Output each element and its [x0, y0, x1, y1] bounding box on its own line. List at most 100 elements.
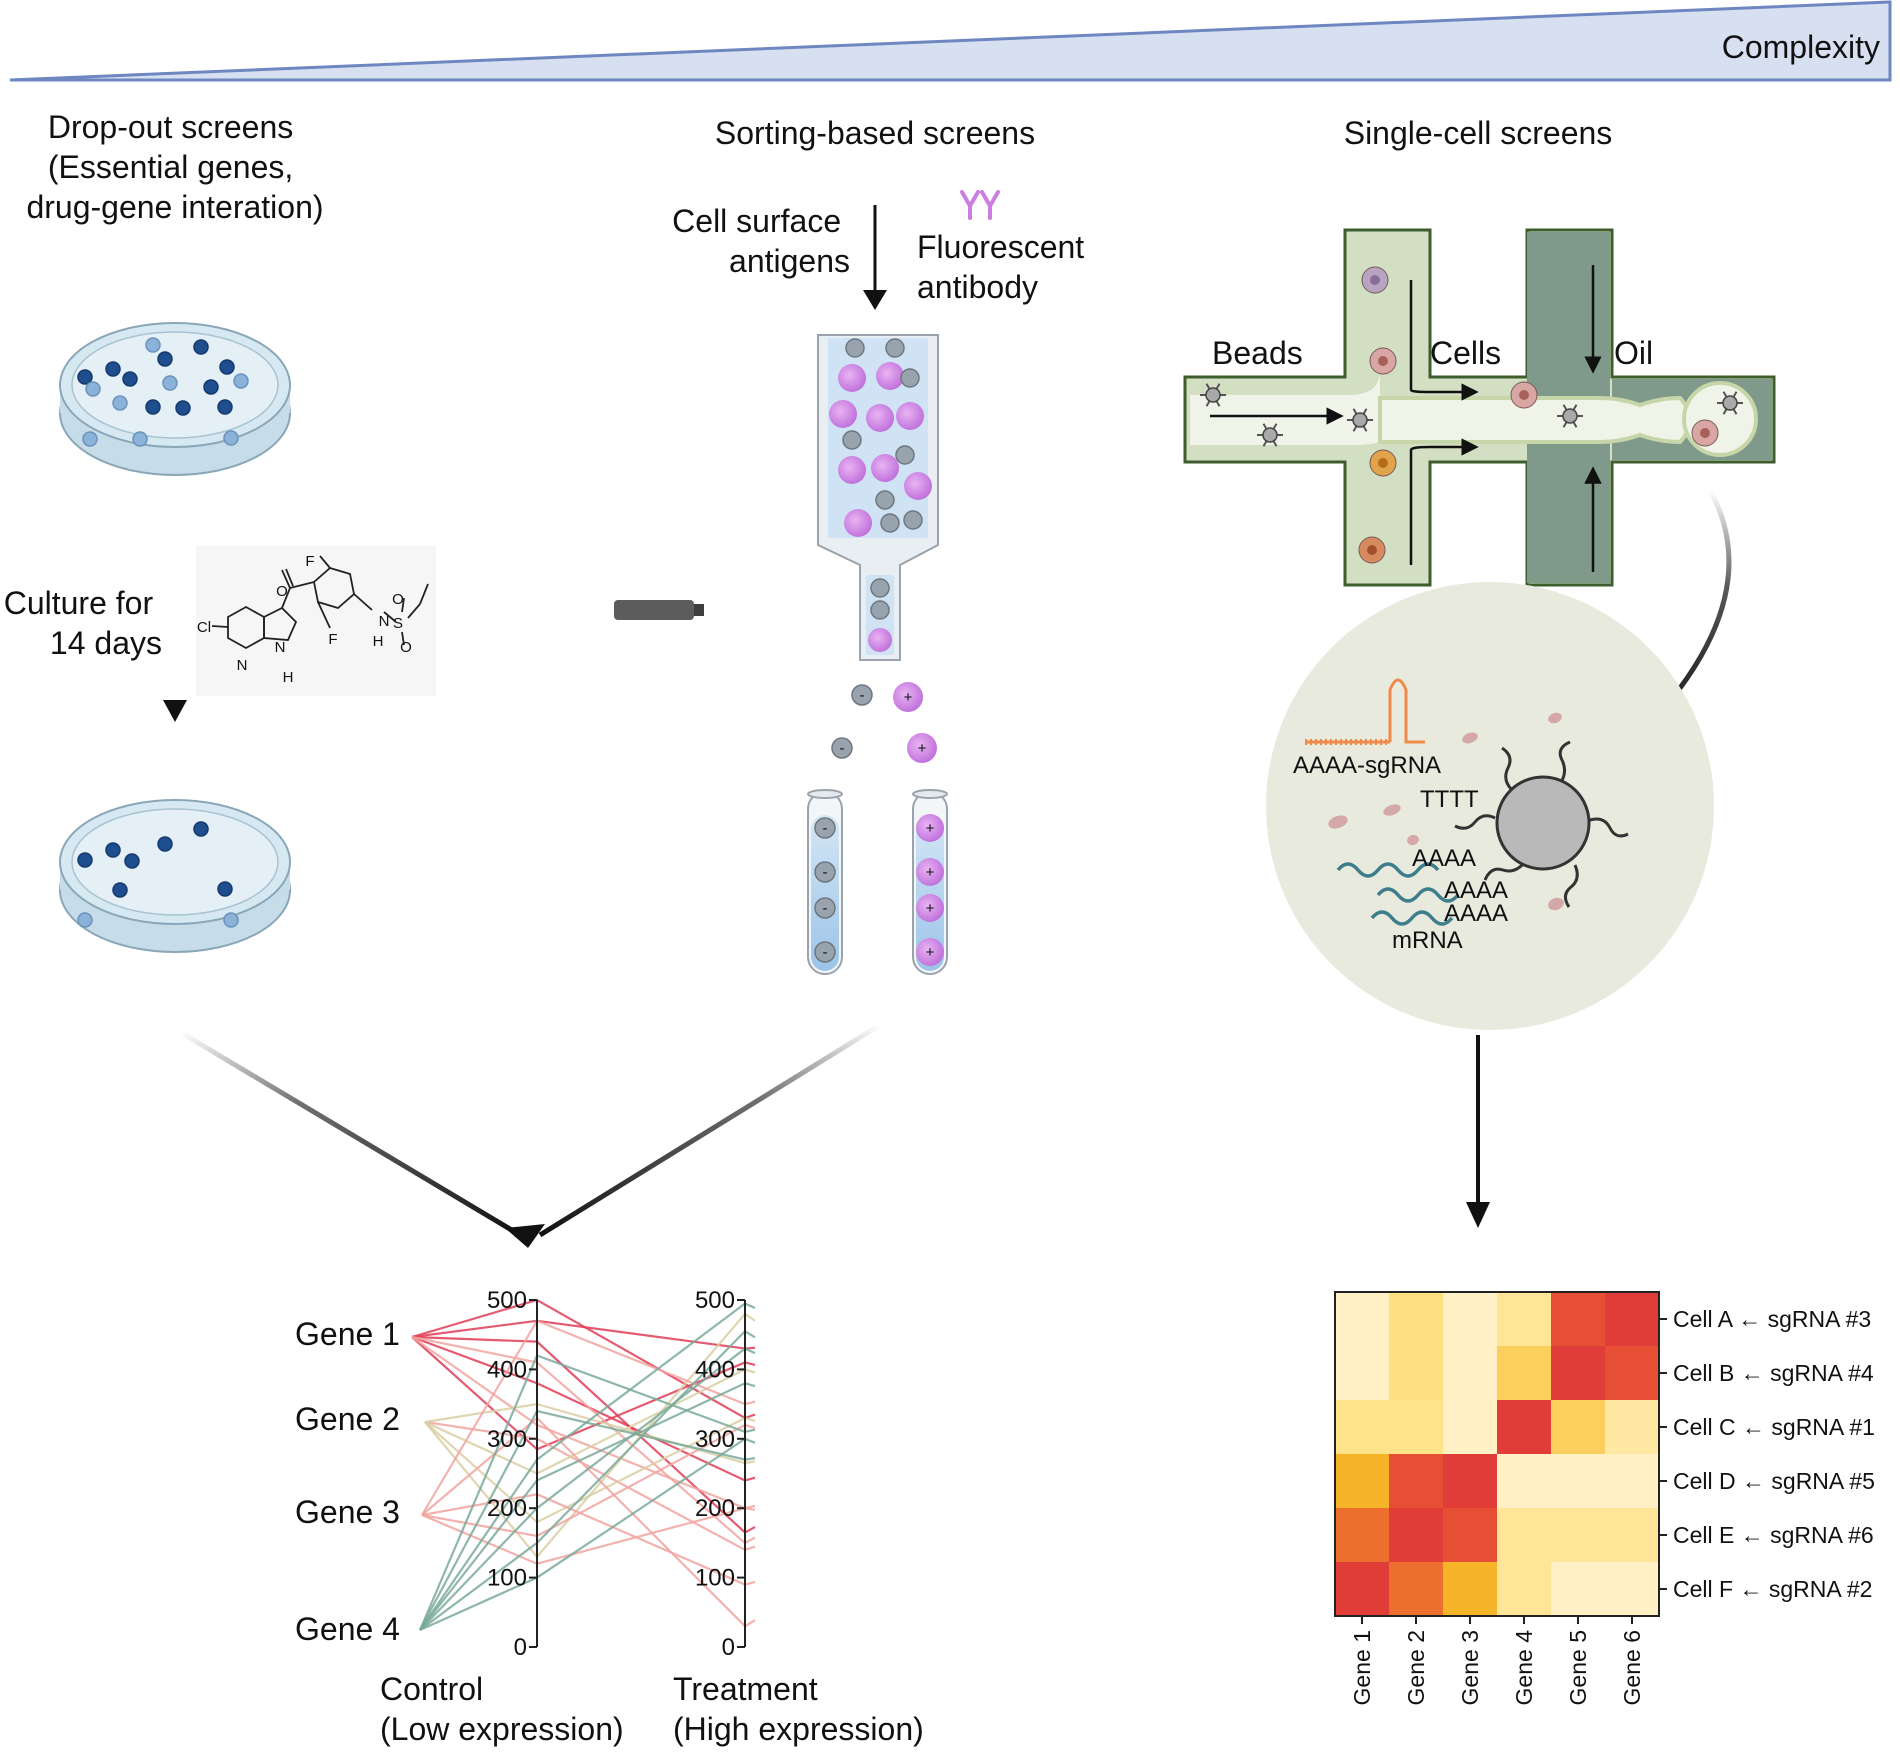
cell [145, 337, 161, 353]
gene-line [411, 1298, 756, 1420]
heatmap-border [1334, 1291, 1660, 1617]
heatmap-cell [1551, 1346, 1605, 1400]
heatmap-cell [1335, 1562, 1389, 1616]
dropout-to-plot-arrow [178, 1029, 522, 1238]
cell [193, 821, 209, 837]
positive-cell [868, 628, 892, 652]
heatmap-col-label: Gene 6 [1619, 1630, 1645, 1705]
heatmap-cell [1335, 1454, 1389, 1508]
cell [145, 399, 161, 415]
heatmap-row-label: Cell A ← sgRNA #3 [1673, 1306, 1871, 1332]
negative-cell [880, 513, 900, 533]
heatmap-cell [1497, 1346, 1551, 1400]
positive-cell [829, 400, 857, 428]
gene-line [411, 1319, 756, 1350]
bead [1200, 383, 1226, 407]
negative-cell [814, 817, 836, 839]
heatmap-cell [1335, 1346, 1389, 1400]
heatmap-row-label: Cell F ← sgRNA #2 [1673, 1576, 1872, 1602]
cell [112, 882, 128, 898]
debris [1462, 732, 1478, 744]
heatmap-cell [1605, 1562, 1659, 1616]
heatmap-cell [1605, 1454, 1659, 1508]
petri-dish-before [59, 322, 291, 476]
atom-label: S [393, 615, 403, 632]
debris [1383, 804, 1401, 816]
treatment-axis-name-line-1: Treatment [673, 1671, 818, 1707]
atom-label: N [379, 613, 390, 630]
positive-cell [916, 814, 944, 842]
heatmap-cell [1443, 1508, 1497, 1562]
cell [105, 842, 121, 858]
negative-cell [870, 600, 890, 620]
heatmap-col-label: Gene 5 [1565, 1630, 1591, 1705]
gene-line [424, 1420, 756, 1552]
bead-core [1352, 412, 1368, 428]
negative-cell [814, 861, 836, 883]
complexity-wedge: Complexity [9, 0, 1892, 82]
cell [217, 399, 233, 415]
heatmap-cell [1389, 1454, 1443, 1508]
gene-label-1: Gene 1 [295, 1316, 400, 1352]
heatmap-cell [1335, 1292, 1389, 1346]
tick-label: 0 [514, 1634, 527, 1661]
bead [1257, 423, 1283, 447]
cell [175, 400, 191, 416]
laser-source [614, 600, 868, 620]
heatmap-cell [1443, 1562, 1497, 1616]
heatmap-row-label: Cell E ← sgRNA #6 [1673, 1522, 1874, 1548]
negative-cell [900, 368, 920, 388]
gene-line [419, 1347, 756, 1631]
antibody-label-line-1: Fluorescent [917, 229, 1084, 265]
dropout-title-line-2: (Essential genes, [48, 149, 293, 185]
tick-label: 200 [487, 1495, 527, 1522]
heatmap-row-label: Cell B ← sgRNA #4 [1673, 1360, 1874, 1386]
heatmap-cell [1335, 1508, 1389, 1562]
tick-label: 200 [695, 1495, 735, 1522]
gene-line [419, 1302, 756, 1631]
positive-cell [844, 509, 872, 537]
treatment-axis-name-line-2: (High expression) [673, 1711, 924, 1747]
heatmap-cell [1443, 1454, 1497, 1508]
atom-label: O [276, 583, 288, 600]
control-axis-name: Control (Low expression) [380, 1671, 624, 1747]
negative-cell [814, 941, 836, 963]
heatmap-cell [1335, 1400, 1389, 1454]
cell [77, 852, 93, 868]
heatmap-cell [1605, 1346, 1659, 1400]
cell [105, 361, 121, 377]
minus-sign: - [823, 864, 828, 881]
minus-sign: - [823, 900, 828, 917]
culture-arrow-head [163, 700, 187, 722]
plot-arrow-head [505, 1224, 545, 1248]
negative-cell [814, 897, 836, 919]
positive-cell [866, 404, 894, 432]
complexity-label: Complexity [1722, 29, 1880, 65]
heatmap-cell [1497, 1562, 1551, 1616]
minus-sign: - [860, 687, 865, 704]
cell [77, 912, 93, 928]
dropout-title-line-3: drug-gene interation) [26, 189, 323, 225]
negative-cell [870, 578, 890, 598]
dish-medium [71, 808, 279, 916]
positive-cell [916, 858, 944, 886]
debris [1407, 834, 1419, 846]
antigen-label: Cell surface antigens [672, 203, 850, 279]
cell [223, 912, 239, 928]
beads-label: Beads [1212, 335, 1303, 371]
capture-bead [1454, 740, 1629, 908]
cell [122, 371, 138, 387]
plus-sign: + [926, 820, 935, 837]
tick-label: 500 [487, 1287, 527, 1314]
negative-cell [831, 737, 853, 759]
cell [157, 351, 173, 367]
bead-core [1722, 395, 1738, 411]
chip-cell-nucleus [1519, 390, 1529, 400]
positive-cell [838, 364, 866, 392]
negative-cell [903, 510, 923, 530]
positive-cell [871, 454, 899, 482]
heatmap-cell [1551, 1508, 1605, 1562]
heatmap-cell [1389, 1508, 1443, 1562]
